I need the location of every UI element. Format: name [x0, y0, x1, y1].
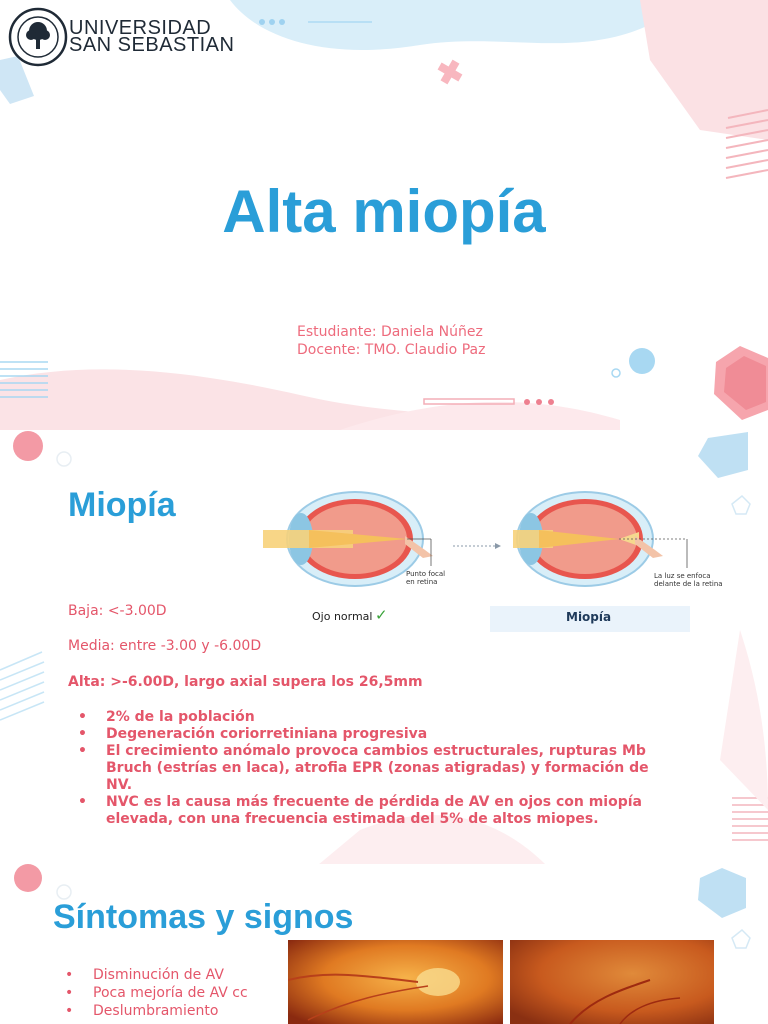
fundus-photo-left — [288, 940, 503, 1024]
list-item: 2% de la población — [68, 709, 678, 726]
eye-diagram — [263, 491, 690, 632]
normal-eye-caption: Ojo normal — [312, 610, 373, 623]
university-name-line1: UNIVERSIDAD — [69, 17, 212, 39]
list-item: Degeneración coriorretiniana progresiva — [68, 726, 678, 743]
list-item: El crecimiento anómalo provoca cambios e… — [68, 743, 678, 794]
slide-background-decoration — [14, 864, 751, 949]
university-seal-icon — [8, 7, 68, 67]
section-title: Miopía — [68, 486, 176, 524]
myopia-focus-callout: La luz se enfoca delante de la retina — [654, 572, 723, 588]
myopic-eye-icon — [513, 491, 688, 587]
teacher-name: Docente: TMO. Claudio Paz — [297, 342, 486, 358]
list-item: Disminución de AV — [55, 966, 275, 984]
classification-high: Alta: >-6.00D, largo axial supera los 26… — [68, 674, 423, 690]
myopia-eye-caption: Miopía — [566, 610, 612, 624]
classification-medium: Media: entre -3.00 y -6.00D — [68, 638, 262, 654]
fundus-photo-right — [510, 940, 714, 1024]
symptoms-list: Disminución de AV Poca mejoría de AV cc … — [55, 966, 275, 1020]
normal-eye-icon — [263, 491, 433, 587]
student-name: Estudiante: Daniela Núñez — [297, 324, 483, 340]
classification-low: Baja: <-3.00D — [68, 603, 167, 619]
page-title: Alta miopía — [222, 178, 546, 245]
section-title: Síntomas y signos — [53, 898, 354, 936]
university-name-line2: SAN SEBASTIAN — [69, 34, 235, 56]
title-slide: UNIVERSIDAD SAN SEBASTIAN Alta miopía Es… — [0, 0, 768, 430]
slide-background-decoration — [0, 0, 768, 430]
myopia-slide: Miopía Pun — [0, 430, 768, 880]
normal-focus-callout: Punto focal en retina — [406, 570, 446, 586]
myopia-facts-list: 2% de la población Degeneración coriorre… — [68, 709, 678, 828]
list-item: NVC es la causa más frecuente de pérdida… — [68, 794, 678, 828]
check-icon: ✓ — [375, 606, 388, 624]
slide-background-decoration — [0, 431, 768, 880]
symptoms-slide: Síntomas y signos Disminución de AV Poca… — [0, 864, 768, 1024]
list-item: Poca mejoría de AV cc — [55, 984, 275, 1002]
list-item: Deslumbramiento — [55, 1002, 275, 1020]
